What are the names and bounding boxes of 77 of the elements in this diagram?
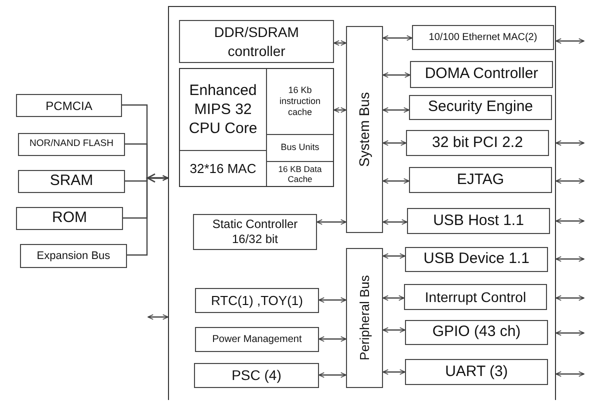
block-label: USB Host 1.1: [432, 210, 525, 231]
arrow: [382, 295, 404, 301]
block-box: [409, 95, 552, 120]
arrow: [334, 107, 346, 113]
block-box: [16, 207, 123, 230]
block-box: [195, 327, 319, 352]
block-label: UART (3): [444, 362, 509, 382]
chip-boundary: [168, 6, 556, 400]
arrow: [556, 140, 584, 146]
arrow: [556, 295, 584, 301]
block-box: [407, 208, 550, 234]
block-box: [20, 244, 127, 268]
block-label: 10/100 Ethernet MAC(2): [428, 31, 538, 45]
cpu-block: [179, 68, 334, 187]
block-label: Bus Units: [280, 141, 320, 154]
arrow: [148, 314, 168, 320]
block-box: [194, 363, 319, 388]
arrow: [382, 369, 406, 375]
block-label: 16 Kb instruction cache: [278, 85, 322, 118]
arrow: [382, 107, 410, 113]
block-box: [405, 359, 548, 385]
arrow: [382, 178, 410, 184]
block-label: EJTAG: [456, 170, 506, 190]
block-box: [195, 288, 319, 313]
arrow: [382, 35, 412, 41]
block-label: GPIO (43 ch): [431, 322, 522, 342]
block-label: SRAM: [48, 171, 94, 192]
arrow: [556, 178, 584, 184]
arrow: [334, 40, 346, 46]
block-box: [18, 133, 125, 156]
block-box: [405, 247, 548, 272]
block-box: [405, 320, 548, 345]
block-box: [18, 170, 125, 193]
bus-label: System Bus: [355, 92, 373, 167]
arrow: [318, 297, 346, 303]
arrow: [382, 72, 410, 78]
arrow: [318, 336, 346, 342]
block-label: 16 KB Data Cache: [277, 164, 323, 184]
block-label: Expansion Bus: [36, 248, 112, 264]
arrow: [382, 253, 406, 259]
block-label: Power Management: [211, 333, 303, 347]
block-label: 32 bit PCI 2.2: [431, 132, 524, 153]
arrow: [382, 327, 406, 333]
block-label: Enhanced MIPS 32 CPU Core: [188, 81, 258, 138]
block-label: USB Device 1.1: [422, 249, 530, 270]
bus-bar: [346, 26, 383, 233]
block-label: Static Controller 16/32 bit: [211, 217, 299, 247]
arrow: [556, 256, 584, 262]
bus-label: Peripheral Bus: [356, 275, 373, 361]
arrow: [316, 219, 346, 225]
block-box: [412, 25, 554, 50]
block-label: DDR/SDRAM controller: [213, 22, 300, 60]
block-label: PSC (4): [230, 366, 282, 385]
block-label: PCMCIA: [44, 98, 94, 114]
arrow: [318, 372, 346, 378]
block-label: DOMA Controller: [424, 64, 540, 84]
arrow: [556, 371, 584, 377]
block-label: Security Engine: [426, 97, 534, 118]
bus-bar: [346, 248, 383, 388]
block-box: [409, 167, 552, 193]
block-label: ROM: [51, 208, 88, 228]
arrow: [127, 175, 168, 256]
block-box: [404, 284, 547, 310]
block-box: [406, 130, 549, 156]
arrow: [556, 218, 584, 224]
block-box: [193, 214, 317, 250]
arrow: [382, 140, 406, 146]
block-box: [179, 20, 334, 63]
block-box: [16, 94, 122, 117]
arrow: [556, 330, 584, 336]
arrow: [556, 38, 584, 44]
block-box: [410, 61, 553, 88]
arrow: [382, 219, 408, 225]
block-label: 32*16 MAC: [188, 160, 258, 176]
block-label: RTC(1) ,TOY(1): [210, 292, 304, 310]
block-label: NOR/NAND FLASH: [28, 137, 114, 152]
block-label: Interrupt Control: [424, 288, 528, 307]
